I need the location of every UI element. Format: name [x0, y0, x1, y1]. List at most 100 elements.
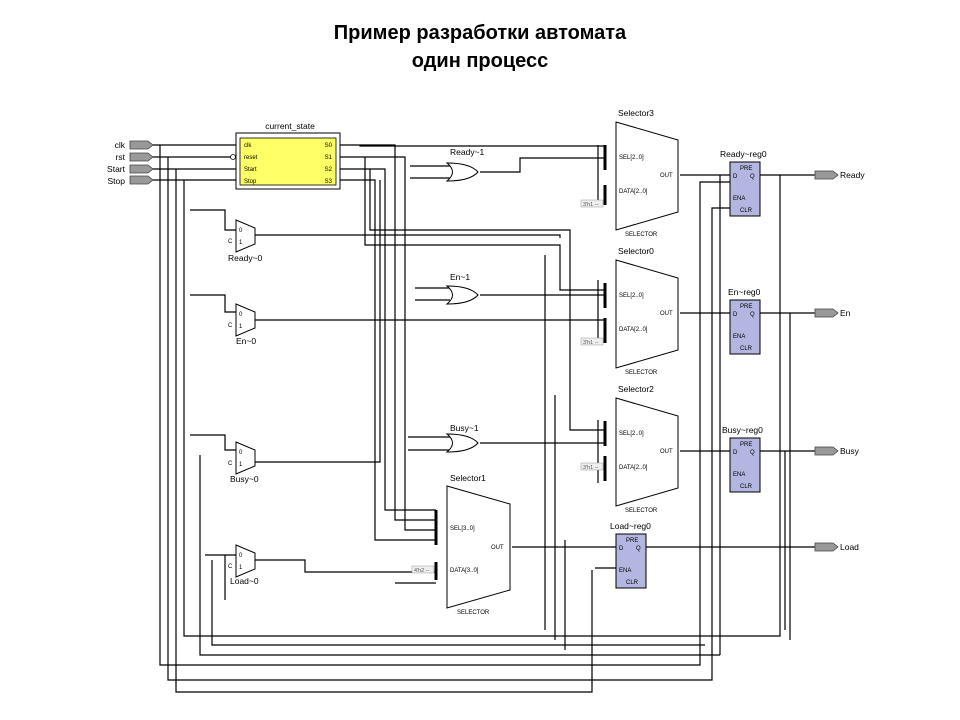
svg-text:SEL[2..0]: SEL[2..0]: [619, 431, 644, 437]
svg-text:OUT: OUT: [491, 545, 504, 551]
svg-text:Q: Q: [750, 174, 755, 180]
input-port-stop: [129, 175, 154, 185]
output-port-ready: [814, 170, 839, 180]
input-port-rst: [129, 152, 154, 162]
svg-text:Selector1: Selector1: [450, 473, 486, 483]
svg-text:SEL[3..0]: SEL[3..0]: [450, 526, 475, 532]
svg-text:Start: Start: [244, 167, 257, 173]
page-title: Пример разработки автомата: [333, 22, 627, 44]
svg-text:Q: Q: [636, 546, 641, 552]
svg-text:PRE: PRE: [740, 304, 752, 310]
svg-text:0: 0: [239, 312, 243, 318]
svg-text:Q: Q: [750, 450, 755, 456]
svg-text:Selector3: Selector3: [618, 108, 654, 118]
state-register-block: current_state clk reset Start Stop S0 S1…: [230, 121, 341, 190]
svg-text:S2: S2: [325, 167, 333, 173]
svg-text:Busy~1: Busy~1: [450, 423, 479, 433]
svg-text:D: D: [619, 546, 624, 552]
output-label-ready: Ready: [840, 170, 865, 180]
or-gate-en: En~1: [445, 272, 479, 305]
or-gate-ready: Ready~1: [445, 147, 485, 182]
svg-text:0: 0: [239, 553, 243, 559]
output-port-busy: [814, 446, 839, 456]
register-ready: Ready~reg0 PRE D Q ENA CLR: [720, 149, 767, 217]
svg-text:D: D: [733, 174, 738, 180]
svg-text:DATA[2..0]: DATA[2..0]: [619, 327, 648, 333]
svg-text:Busy~reg0: Busy~reg0: [722, 425, 763, 435]
input-port-start: [129, 164, 154, 174]
svg-text:En~1: En~1: [450, 272, 470, 282]
mux-label: En~0: [236, 336, 256, 346]
input-ports: clk rst Start Stop: [107, 140, 154, 186]
svg-text:PRE: PRE: [740, 442, 752, 448]
svg-text:S1: S1: [325, 155, 333, 161]
svg-text:0: 0: [239, 228, 243, 234]
svg-text:OUT: OUT: [660, 449, 673, 455]
svg-text:OUT: OUT: [660, 311, 673, 317]
svg-text:ENA: ENA: [733, 196, 745, 202]
svg-text:CLR: CLR: [740, 346, 753, 352]
svg-text:CLR: CLR: [740, 208, 753, 214]
svg-text:SELECTOR: SELECTOR: [457, 610, 490, 616]
svg-text:DATA[3..0]: DATA[3..0]: [450, 568, 479, 574]
svg-text:D: D: [733, 312, 738, 318]
svg-text:C: C: [228, 323, 233, 329]
svg-text:SELECTOR: SELECTOR: [625, 232, 658, 238]
svg-text:S3: S3: [325, 179, 333, 185]
svg-text:reset: reset: [244, 155, 258, 161]
svg-text:ENA: ENA: [733, 334, 745, 340]
selector3: Selector3 SEL[2..0] DATA[2..0] OUT SELEC…: [580, 108, 679, 238]
svg-text:1: 1: [239, 462, 243, 468]
mux-load: 0 1 C Load~0: [228, 544, 259, 586]
svg-text:Stop: Stop: [244, 179, 257, 185]
output-label-en: En: [840, 308, 851, 318]
svg-text:C: C: [228, 239, 233, 245]
svg-text:En~reg0: En~reg0: [728, 287, 761, 297]
svg-text:OUT: OUT: [660, 173, 673, 179]
register-busy: Busy~reg0 PRE D Q ENA CLR: [722, 425, 763, 493]
svg-text:clk: clk: [244, 143, 252, 149]
svg-text:DATA[2..0]: DATA[2..0]: [619, 189, 648, 195]
mux-label: Ready~0: [228, 253, 263, 263]
svg-text:SELECTOR: SELECTOR: [625, 508, 658, 514]
page-subtitle: один процесс: [411, 50, 549, 72]
mux-ready: 0 1 C Ready~0: [228, 219, 263, 263]
svg-text:S0: S0: [325, 143, 333, 149]
selector0: Selector0 SEL[2..0] DATA[2..0] OUT SELEC…: [580, 246, 679, 376]
svg-text:ENA: ENA: [619, 568, 631, 574]
svg-text:3'h1 --: 3'h1 --: [583, 202, 599, 208]
svg-text:0: 0: [239, 450, 243, 456]
output-label-load: Load: [840, 542, 859, 552]
svg-text:CLR: CLR: [740, 484, 753, 490]
or-gate-busy: Busy~1: [445, 423, 479, 453]
svg-text:ENA: ENA: [733, 472, 745, 478]
svg-text:PRE: PRE: [740, 166, 752, 172]
svg-text:CLR: CLR: [626, 580, 639, 586]
svg-text:SELECTOR: SELECTOR: [625, 370, 658, 376]
svg-text:SEL[2..0]: SEL[2..0]: [619, 293, 644, 299]
output-port-en: [814, 308, 839, 318]
svg-text:Ready~1: Ready~1: [450, 147, 485, 157]
svg-text:1: 1: [239, 565, 243, 571]
svg-text:Q: Q: [750, 312, 755, 318]
output-label-busy: Busy: [840, 446, 860, 456]
state-block-name: current_state: [265, 121, 315, 131]
svg-text:C: C: [228, 461, 233, 467]
svg-text:PRE: PRE: [626, 538, 638, 544]
selector2: Selector2 SEL[2..0] DATA[2..0] OUT SELEC…: [580, 384, 679, 514]
input-label-rst: rst: [116, 152, 126, 162]
svg-text:3'h1 --: 3'h1 --: [583, 340, 599, 346]
input-label-clk: clk: [115, 140, 126, 150]
svg-text:1: 1: [239, 240, 243, 246]
selector1: Selector1 SEL[3..0] DATA[3..0] OUT SELEC…: [411, 473, 511, 616]
mux-label: Load~0: [230, 576, 259, 586]
output-port-load: [814, 542, 839, 552]
svg-text:DATA[2..0]: DATA[2..0]: [619, 465, 648, 471]
svg-text:Ready~reg0: Ready~reg0: [720, 149, 767, 159]
svg-text:3'h1 --: 3'h1 --: [583, 465, 599, 471]
input-port-clk: [129, 140, 154, 150]
mux-en: 0 1 C En~0: [228, 303, 256, 346]
svg-text:C: C: [228, 564, 233, 570]
input-label-start: Start: [107, 164, 126, 174]
